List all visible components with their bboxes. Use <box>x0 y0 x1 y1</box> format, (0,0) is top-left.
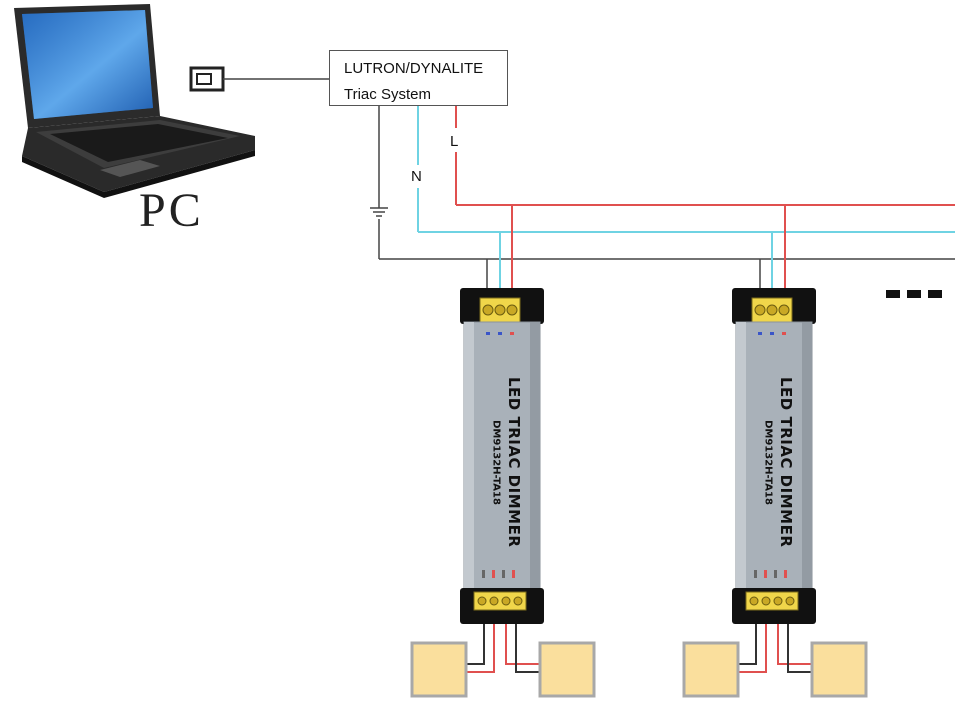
live-wire <box>455 106 955 288</box>
dimmer-model: DM9132H-TA18 <box>762 420 774 505</box>
ground-icon <box>370 207 388 217</box>
laptop-icon <box>14 4 255 198</box>
output-wires-2 <box>738 624 812 673</box>
pc-label: PC <box>139 184 204 237</box>
neutral-label: N <box>411 168 422 185</box>
led-panel <box>538 641 596 698</box>
system-type: Triac System <box>344 86 431 103</box>
dimmer-unit-1 <box>460 288 544 624</box>
neutral-wire <box>417 106 955 288</box>
ellipsis-icon <box>886 290 942 298</box>
dimmer-unit-2 <box>732 288 816 624</box>
live-label: L <box>450 133 459 150</box>
led-panel <box>410 641 468 698</box>
system-name: LUTRON/DYNALITE <box>344 60 484 77</box>
led-panel <box>810 641 868 698</box>
usb-port-icon <box>189 66 225 92</box>
output-wires-1 <box>466 624 540 673</box>
led-panel <box>682 641 740 698</box>
dimmer-title: LED TRIAC DIMMER <box>777 377 795 548</box>
ground-wire <box>378 106 955 260</box>
triac-system-box: LUTRON/DYNALITE Triac System <box>329 50 508 106</box>
dimmer-title: LED TRIAC DIMMER <box>505 377 523 548</box>
dimmer-model: DM9132H-TA18 <box>490 420 502 505</box>
